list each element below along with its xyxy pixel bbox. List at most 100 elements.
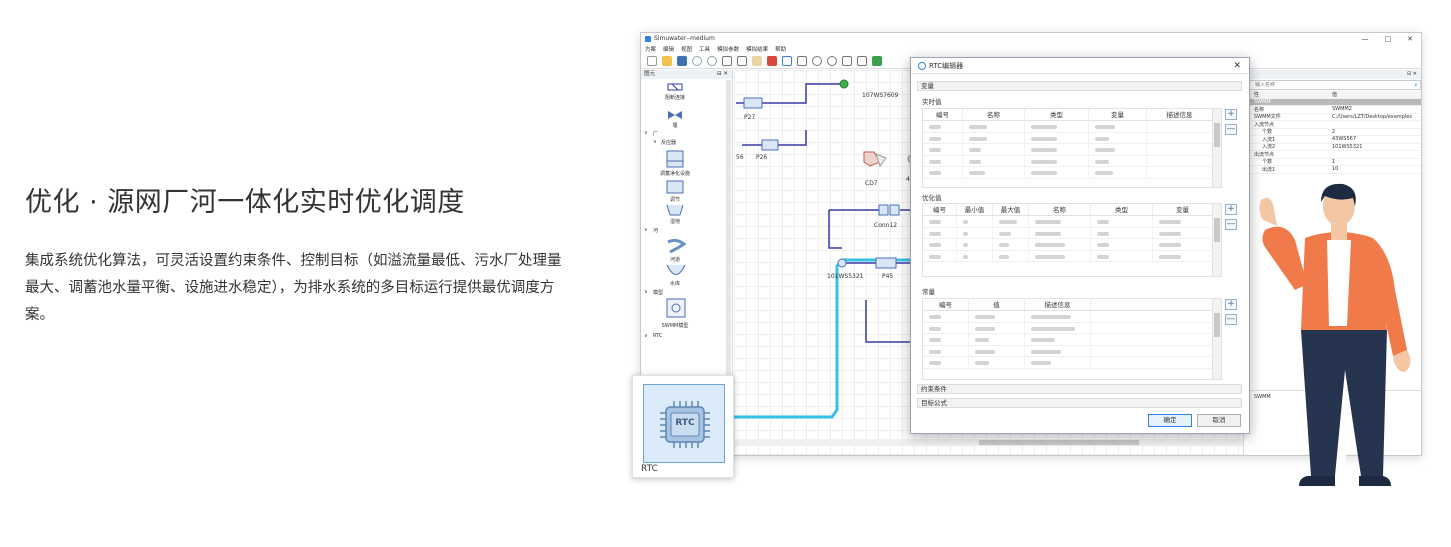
weir-icon[interactable] [667, 110, 683, 120]
pipe-p45[interactable] [875, 257, 897, 269]
new-file-icon[interactable] [647, 55, 657, 66]
menu-item-plan[interactable]: 方案 [645, 46, 657, 53]
constant-add-button[interactable]: + [1225, 299, 1237, 310]
cancel-button[interactable]: 取消 [1197, 414, 1241, 427]
optimize-table[interactable]: 编号 最小值 最大值 名称 类型 变量 [922, 203, 1222, 277]
constant-table[interactable]: 编号 值 描述信息 [922, 298, 1222, 380]
section-objective[interactable]: 目标公式 [917, 398, 1242, 408]
category-river[interactable]: 河 [653, 228, 659, 234]
table-row[interactable] [923, 345, 1221, 357]
menu-item-edit[interactable]: 编辑 [663, 46, 675, 53]
copy-icon[interactable] [737, 55, 747, 66]
scissors-icon[interactable] [857, 55, 867, 66]
reservoir-icon[interactable] [666, 264, 686, 278]
table-row[interactable] [923, 155, 1221, 167]
table-row[interactable] [923, 216, 1221, 228]
table-row[interactable] [923, 144, 1221, 156]
pipe-p27[interactable] [743, 97, 763, 109]
menu-item-tools[interactable]: 工具 [699, 46, 711, 53]
optimize-table-scrollbar[interactable] [1212, 204, 1221, 276]
canvas-horizontal-scrollbar[interactable] [734, 439, 1324, 446]
redo-icon[interactable] [707, 55, 717, 66]
scrollbar-thumb[interactable] [1214, 123, 1220, 147]
save-icon[interactable] [677, 55, 687, 66]
node-101ws5321[interactable] [837, 258, 847, 268]
maximize-icon[interactable]: □ [1384, 34, 1392, 43]
properties-section-swmm[interactable]: SWMM [1244, 98, 1421, 106]
river-channel-icon[interactable] [666, 238, 686, 254]
table-row[interactable] [923, 239, 1221, 251]
delete-icon[interactable] [767, 55, 777, 66]
storage-facility-icon[interactable] [666, 150, 684, 168]
palette-item-storage-facility[interactable]: 调蓄净化设施 [659, 171, 690, 177]
pointer-icon[interactable] [782, 55, 792, 66]
menu-item-sim-params[interactable]: 模拟参数 [717, 46, 740, 53]
category-marker-plant[interactable]: ∨ [644, 130, 648, 136]
palette-item-block-link[interactable]: 阻断连接 [664, 95, 685, 101]
link-conn12[interactable] [878, 204, 900, 216]
properties-search-input[interactable] [1255, 81, 1405, 89]
realtime-add-button[interactable]: + [1225, 109, 1237, 120]
rtc-component-tile[interactable]: RTC RTC [632, 375, 734, 478]
pipe-p26[interactable] [761, 139, 779, 151]
menu-item-view[interactable]: 视图 [681, 46, 693, 53]
palette-controls[interactable]: ⊟ ✕ [717, 71, 728, 77]
scrollbar-thumb[interactable] [979, 440, 1139, 445]
category-model[interactable]: 模型 [653, 290, 664, 296]
constant-remove-button[interactable]: — [1225, 314, 1237, 325]
palette-item-reservoir[interactable]: 水库 [669, 281, 680, 287]
ok-button[interactable]: 确定 [1148, 414, 1192, 427]
zoom-in-icon[interactable] [812, 55, 822, 66]
minimize-icon[interactable]: — [1361, 34, 1369, 43]
category-marker-model[interactable]: ∨ [644, 289, 648, 295]
cut-icon[interactable] [722, 55, 732, 66]
zoom-out-icon[interactable] [827, 55, 837, 66]
scrollbar-thumb[interactable] [1214, 313, 1220, 337]
menu-item-help[interactable]: 帮助 [775, 46, 787, 53]
palette-item-regulator[interactable]: 调节 [669, 197, 680, 203]
category-marker-river[interactable]: ∨ [644, 227, 648, 233]
table-row[interactable] [923, 334, 1221, 346]
constant-table-scrollbar[interactable] [1212, 299, 1221, 379]
optimize-remove-button[interactable]: — [1225, 219, 1237, 230]
realtime-table[interactable]: 编号 名称 类型 变量 描述信息 [922, 108, 1222, 188]
table-row[interactable] [923, 121, 1221, 133]
dialog-close-icon[interactable]: ✕ [1233, 60, 1241, 71]
palette-item-wetland[interactable]: 湿地 [669, 219, 680, 225]
node-107ws7609[interactable] [839, 79, 849, 89]
category-reactor[interactable]: 反应器 [661, 140, 677, 146]
properties-search[interactable]: ⌕ [1246, 80, 1421, 90]
close-icon[interactable]: ✕ [1407, 34, 1413, 43]
category-marker-rtc[interactable]: ∨ [644, 333, 648, 339]
properties-controls[interactable]: ⊟ ✕ [1407, 71, 1417, 77]
run-icon[interactable] [872, 55, 882, 66]
weir-cd7[interactable] [863, 151, 887, 168]
search-icon[interactable]: ⌕ [1414, 81, 1418, 89]
paste-icon[interactable] [752, 55, 762, 66]
category-marker-reactor[interactable]: ∨ [653, 139, 657, 145]
palette-item-swmm[interactable]: SWMM模型 [661, 323, 689, 329]
palette-item-river[interactable]: 河道 [669, 257, 680, 263]
table-row[interactable] [923, 357, 1221, 369]
regulator-icon[interactable] [666, 180, 684, 194]
table-row[interactable] [923, 250, 1221, 262]
realtime-table-scrollbar[interactable] [1212, 109, 1221, 187]
fit-view-icon[interactable] [842, 55, 852, 66]
table-row[interactable] [923, 167, 1221, 179]
palette-scrollbar[interactable] [726, 80, 731, 380]
section-constraints[interactable]: 约束条件 [917, 384, 1242, 394]
block-link-icon[interactable] [667, 82, 683, 92]
menu-item-sim-results[interactable]: 模拟结果 [746, 46, 769, 53]
open-folder-icon[interactable] [662, 55, 672, 66]
table-row[interactable] [923, 227, 1221, 239]
realtime-remove-button[interactable]: — [1225, 124, 1237, 135]
pan-hand-icon[interactable] [797, 55, 807, 66]
palette-item-weir[interactable]: 堰 [672, 123, 678, 129]
table-row[interactable] [923, 132, 1221, 144]
